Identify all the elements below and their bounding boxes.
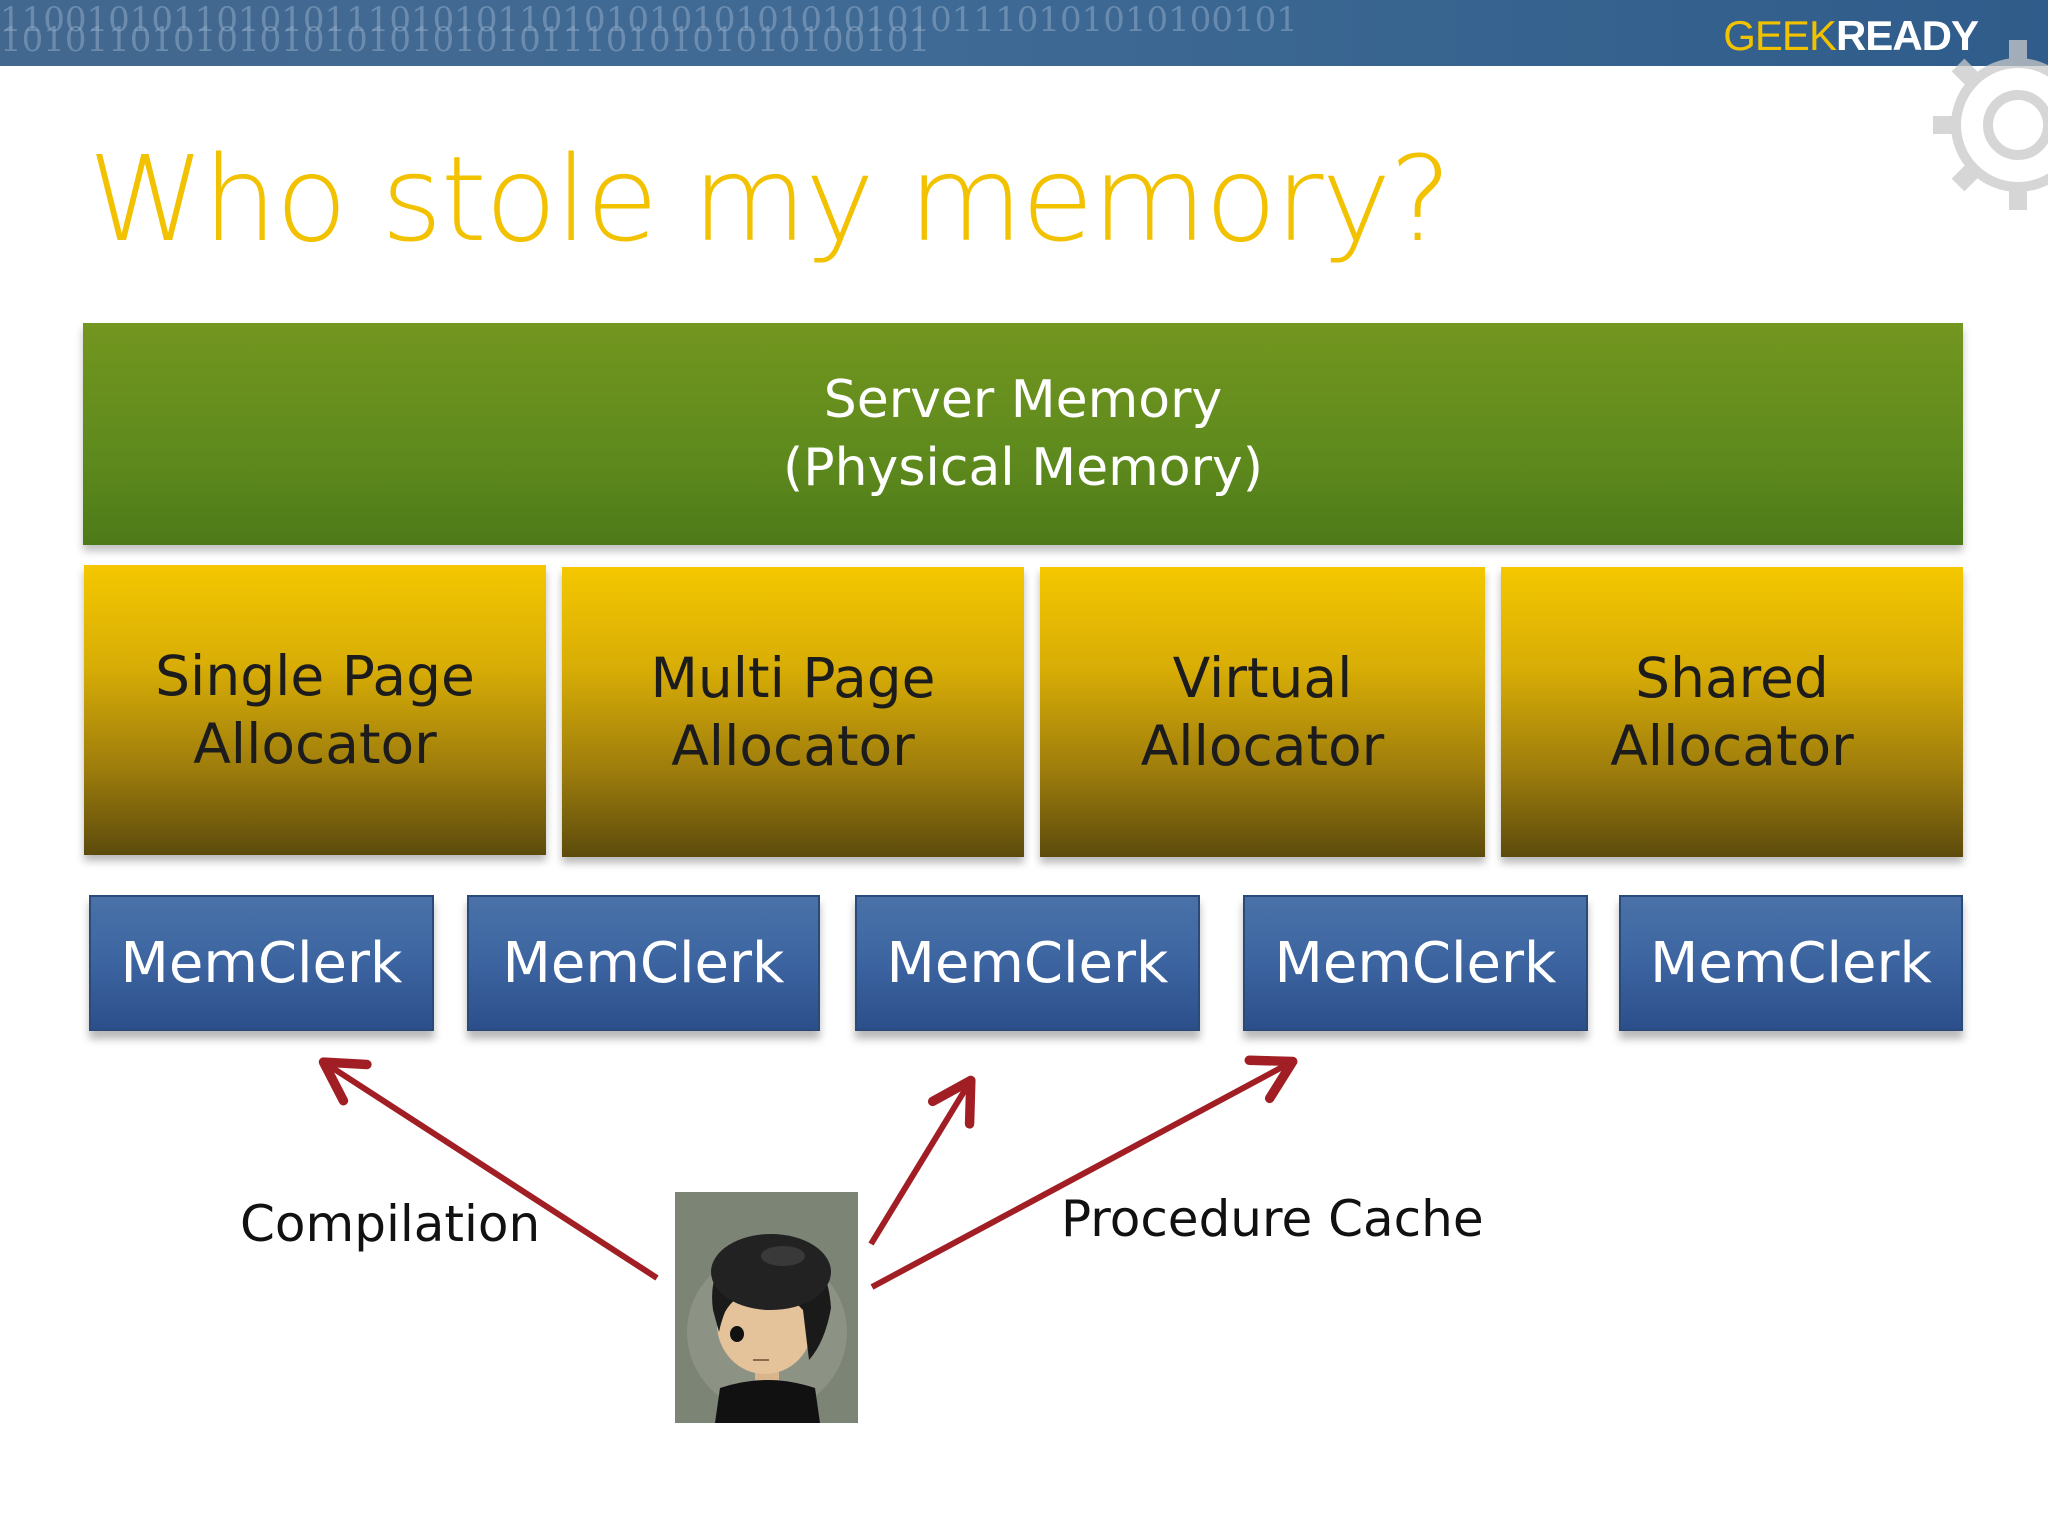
memclerk-block-4: MemClerk — [1243, 895, 1588, 1031]
brand-geek-text: GEEK — [1723, 12, 1837, 59]
memclerk-block-1: MemClerk — [89, 895, 434, 1031]
allocator-line-2: Allocator — [193, 712, 437, 776]
allocator-line-2: Allocator — [1140, 714, 1385, 778]
allocator-line-1: Shared — [1635, 646, 1829, 710]
memclerk-block-3: MemClerk — [855, 895, 1200, 1031]
virtual-allocator-block: Virtual Allocator — [1040, 567, 1485, 857]
server-memory-line-2: (Physical Memory) — [782, 438, 1264, 498]
shared-allocator-block: Shared Allocator — [1501, 567, 1963, 857]
memclerk-block-2: MemClerk — [467, 895, 820, 1031]
server-memory-line-1: Server Memory — [823, 370, 1223, 430]
brand-logo: GEEKREADY — [1723, 12, 1979, 60]
allocator-line-1: Virtual — [1172, 646, 1353, 710]
arrow-to-memclerk-3 — [868, 1075, 976, 1246]
gear-icon — [1933, 40, 2048, 210]
multi-page-allocator-block: Multi Page Allocator — [562, 567, 1024, 857]
slide-title: Who stole my memory? — [88, 130, 1452, 268]
procedure-cache-label: Procedure Cache — [1061, 1190, 1484, 1248]
single-page-allocator-block: Single Page Allocator — [84, 565, 546, 855]
allocator-line-2: Allocator — [1610, 714, 1854, 778]
binary-pattern-line-1: 1100101011010101110101011010101010101010… — [0, 0, 1298, 40]
user-avatar-icon — [675, 1192, 858, 1423]
allocator-line-1: Multi Page — [650, 646, 936, 710]
arrow-to-memclerk-4 — [870, 1055, 1298, 1290]
allocator-line-2: Allocator — [671, 714, 915, 778]
top-banner: 1100101011010101110101011010101010101010… — [0, 0, 2048, 66]
server-memory-block: Server Memory (Physical Memory) — [83, 323, 1963, 545]
memclerk-block-5: MemClerk — [1619, 895, 1963, 1031]
compilation-label: Compilation — [240, 1195, 541, 1253]
brand-ready-text: READY — [1835, 12, 1979, 59]
binary-pattern-line-2: 1010110101010101010101010111010101010100… — [0, 20, 931, 60]
allocator-line-1: Single Page — [155, 644, 475, 708]
